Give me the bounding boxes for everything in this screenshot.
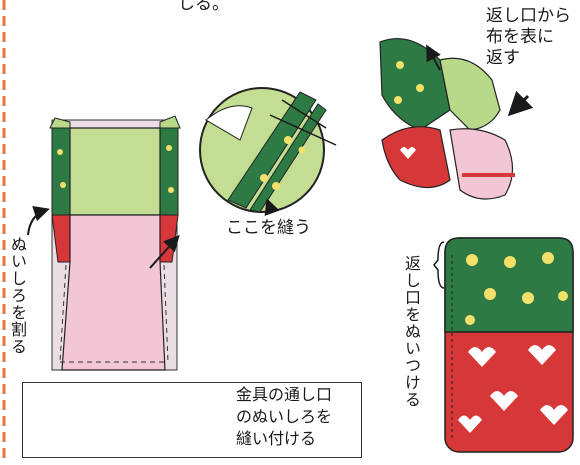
- arrow-turn-in: [507, 90, 534, 117]
- turn-out-line-1: 返し口から: [486, 6, 571, 26]
- arrow-split-left: [27, 205, 50, 236]
- arrow-split-right: [149, 235, 180, 269]
- turn-out-label: 返し口から 布を表に 返す: [486, 6, 571, 69]
- hardware-label: 金具の通し口 のぬいしろを 縫い付ける: [236, 384, 332, 450]
- turn-out-line-2: 布を表に: [486, 27, 554, 47]
- split-allowance-label: ぬいしろを割る: [8, 236, 27, 355]
- hardware-line-2: のぬいしろを: [236, 407, 333, 426]
- sew-here-label: ここを縫う: [226, 218, 311, 238]
- arrow-sew-here: [264, 198, 280, 217]
- hardware-line-1: 金具の通し口: [236, 385, 333, 404]
- seam-detail-circle: [199, 87, 337, 213]
- bag-panel-illustration: [49, 115, 181, 371]
- turn-out-line-3: 返す: [486, 48, 520, 68]
- hardware-line-3: 縫い付ける: [236, 429, 317, 448]
- arrow-turn-up: [426, 44, 441, 71]
- finished-pouch-illustration: [444, 237, 574, 453]
- callout-box: [22, 382, 362, 458]
- header-text: しる。: [178, 0, 229, 14]
- stitch-opening-label: 返し口をぬいつける: [402, 255, 421, 408]
- opening-brace: [433, 241, 445, 289]
- turn-out-illustration: [379, 38, 515, 200]
